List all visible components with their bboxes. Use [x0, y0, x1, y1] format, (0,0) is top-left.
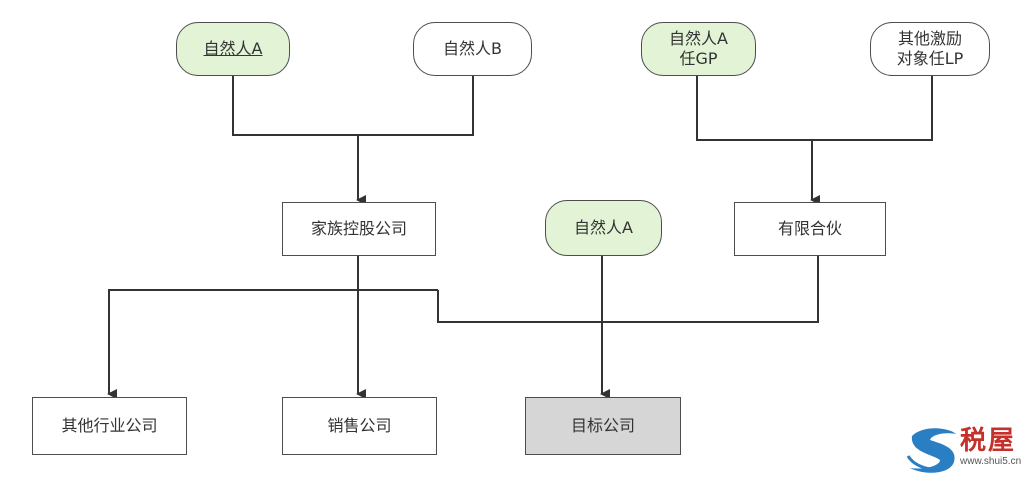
node-other-incentive-lp: 其他激励 对象任LP [870, 22, 990, 76]
node-person-b: 自然人B [413, 22, 532, 76]
node-label-line1: 自然人A [669, 29, 728, 48]
node-person-a-top: 自然人A [176, 22, 290, 76]
node-label-line2: 对象任LP [896, 49, 964, 68]
node-target-company: 目标公司 [525, 397, 681, 455]
node-other-industry: 其他行业公司 [32, 397, 187, 455]
watermark-url: www.shui5.cn [960, 456, 1022, 467]
node-label: 家族控股公司 [310, 219, 407, 238]
node-person-a-gp: 自然人A 任GP [641, 22, 756, 76]
watermark-text: 税屋 [960, 426, 1017, 456]
node-label: 其他行业公司 [61, 416, 158, 435]
connector-partnership-to-target [437, 256, 819, 323]
connector-to-other-industry [107, 289, 438, 399]
node-label-line1: 其他激励 [897, 29, 962, 48]
node-limited-partnership: 有限合伙 [734, 202, 886, 256]
node-family-holding: 家族控股公司 [282, 202, 436, 256]
node-label: 自然人A [203, 39, 263, 58]
node-label-line2: 任GP [679, 49, 718, 68]
node-label: 自然人B [443, 39, 502, 58]
node-label: 有限合伙 [777, 219, 842, 238]
node-label: 销售公司 [327, 416, 392, 435]
connector-persons-to-holding [232, 74, 474, 136]
node-label: 自然人A [574, 218, 633, 237]
node-sales-company: 销售公司 [282, 397, 437, 455]
node-label: 目标公司 [570, 416, 635, 435]
node-person-a-mid: 自然人A [545, 200, 662, 256]
connector-gp-lp-to-partnership [696, 76, 933, 141]
watermark-logo-icon [906, 428, 956, 473]
